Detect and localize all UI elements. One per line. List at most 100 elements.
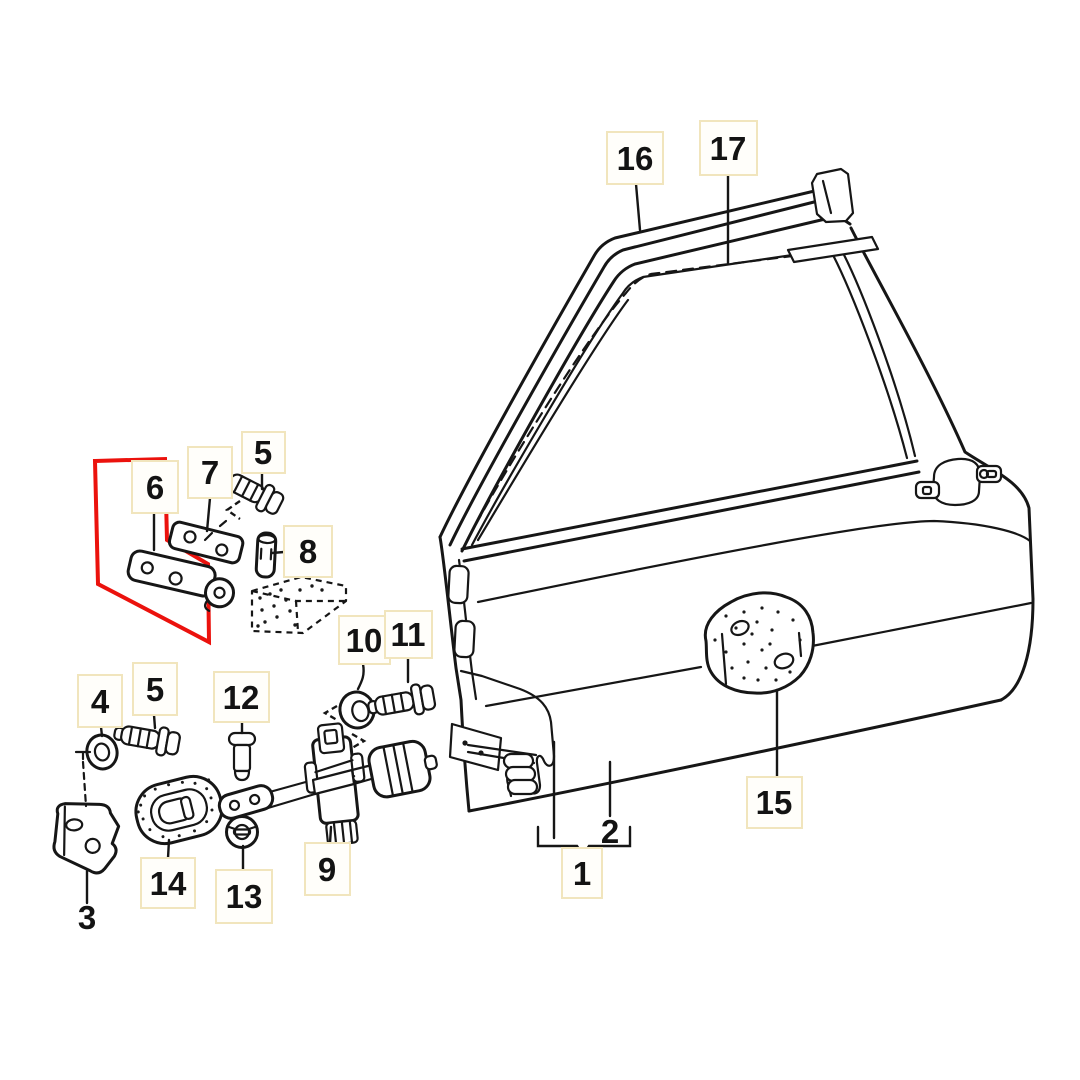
- stipple-dot: [288, 609, 292, 613]
- stipple-dot: [207, 778, 211, 782]
- part-12-stud: [227, 731, 257, 782]
- part-number: 7: [201, 454, 219, 491]
- stipple-dot: [788, 670, 792, 674]
- part-number: 8: [299, 533, 317, 570]
- stipple-dot: [750, 632, 754, 636]
- stipple-dot: [746, 660, 750, 664]
- stipple-dot: [180, 780, 184, 784]
- part-number: 1: [573, 855, 591, 892]
- part-label-6[interactable]: 6: [131, 460, 179, 552]
- stipple-dot: [774, 678, 778, 682]
- part-number: 15: [756, 784, 793, 821]
- part-label-12[interactable]: 12: [213, 671, 270, 735]
- part-label-16[interactable]: 16: [606, 131, 664, 232]
- stipple-dot: [798, 638, 802, 642]
- stipple-dot: [770, 628, 774, 632]
- part-number: 17: [710, 130, 747, 167]
- part-label-14[interactable]: 14: [140, 838, 196, 909]
- stipple-dot: [742, 676, 746, 680]
- stipple-dot: [734, 626, 738, 630]
- stipple-dot: [742, 642, 746, 646]
- window-frame: [438, 167, 1035, 702]
- door-cutaway: [448, 669, 556, 798]
- part-6-upper-hinge: [126, 549, 236, 612]
- stipple-dot: [193, 829, 197, 833]
- part-label-5-upper[interactable]: 5: [241, 431, 286, 491]
- stipple-dot: [260, 608, 264, 612]
- stipple-dot: [210, 808, 214, 812]
- stipple-dot: [760, 606, 764, 610]
- part-number: 9: [318, 851, 336, 888]
- loose-parts: [52, 456, 438, 875]
- part-number: 10: [346, 622, 383, 659]
- part-label-9[interactable]: 9: [304, 825, 351, 896]
- part-5-bolt-lower: [113, 725, 181, 757]
- part-label-10[interactable]: 10: [338, 615, 391, 691]
- part-label-5-lower[interactable]: 5: [132, 662, 178, 730]
- part-label-3[interactable]: 3: [78, 869, 96, 936]
- stipple-dot: [742, 610, 746, 614]
- access-hole-patch: [703, 591, 815, 695]
- part-number: 2: [601, 813, 619, 850]
- part-labels: 16 17 5 7 6 8: [77, 120, 803, 936]
- stipple-dot: [256, 624, 260, 628]
- stipple-dot: [258, 596, 262, 600]
- part-4-washer: [85, 733, 119, 771]
- hinge-cutout-lower: [453, 619, 476, 659]
- part-label-8[interactable]: 8: [270, 525, 333, 578]
- part-number: 5: [146, 671, 164, 708]
- stipple-dot: [724, 614, 728, 618]
- part-label-2[interactable]: 2: [601, 760, 619, 850]
- stipple-dot: [776, 610, 780, 614]
- stipple-dot: [272, 604, 276, 608]
- stipple-dot: [161, 835, 165, 839]
- frame-corner-tab: [810, 167, 855, 224]
- stipple-dot: [148, 828, 152, 832]
- stipple-dot: [320, 588, 324, 592]
- part-number: 6: [146, 469, 164, 506]
- stipple-dot: [141, 817, 145, 821]
- door-illustration: [438, 167, 1035, 840]
- stipple-dot: [279, 588, 283, 592]
- part-label-15[interactable]: 15: [746, 688, 803, 829]
- part-number: 12: [223, 679, 260, 716]
- window-seal-dashed-line: [474, 254, 794, 526]
- part-label-17[interactable]: 17: [699, 120, 758, 265]
- part-9-check-strap: [217, 704, 438, 846]
- molding-strip: [786, 235, 880, 264]
- part-label-1[interactable]: 1: [536, 825, 632, 899]
- stipple-dot: [143, 794, 147, 798]
- part-8-hinge-pin: [254, 531, 278, 579]
- stipple-dot: [713, 638, 717, 642]
- part-11-bolt: [367, 683, 437, 716]
- stipple-dot: [756, 678, 760, 682]
- stipple-dot: [139, 803, 143, 807]
- stipple-dot: [764, 666, 768, 670]
- stipple-dot: [298, 588, 302, 592]
- part-number: 11: [391, 616, 426, 653]
- stipple-dot: [263, 620, 267, 624]
- part-label-13[interactable]: 13: [215, 844, 273, 924]
- door-panel: [438, 457, 1033, 840]
- part-3-lower-hinge: [52, 802, 121, 875]
- stipple-dot: [205, 787, 209, 791]
- stipple-dot: [730, 666, 734, 670]
- stipple-dot: [268, 592, 272, 596]
- highlight-box-part-6: [92, 456, 212, 646]
- stipple-dot: [193, 781, 197, 785]
- stipple-dot: [209, 796, 213, 800]
- door-handle-recess: [914, 457, 1003, 507]
- part-label-7[interactable]: 7: [187, 446, 233, 533]
- stipple-dot: [167, 783, 171, 787]
- stipple-dot: [293, 623, 297, 627]
- part-number: 16: [617, 140, 654, 177]
- ghost-mounting-block: [250, 575, 348, 635]
- stipple-dot: [275, 615, 279, 619]
- part-number: 4: [91, 683, 110, 720]
- part-label-11[interactable]: 11: [384, 610, 433, 684]
- stipple-dot: [153, 787, 157, 791]
- part-label-4[interactable]: 4: [77, 674, 123, 738]
- part-number: 5: [254, 434, 272, 471]
- stipple-dot: [136, 810, 140, 814]
